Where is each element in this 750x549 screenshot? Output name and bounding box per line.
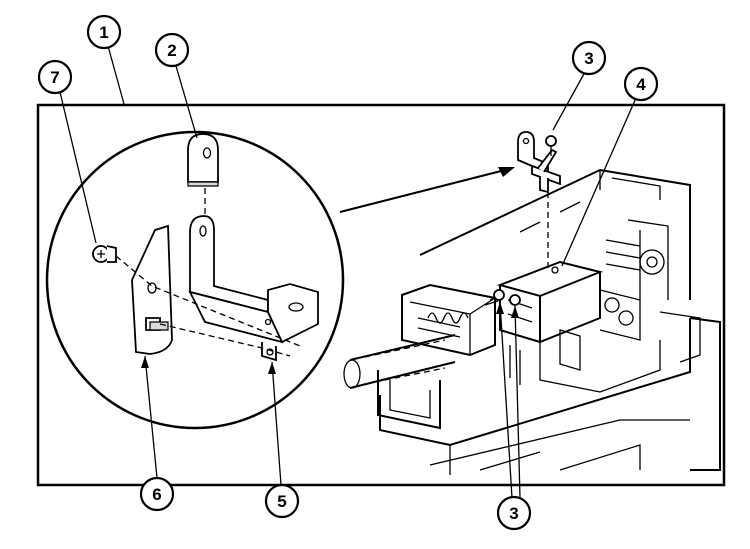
callout-4: 4 [623, 66, 659, 102]
svg-text:6: 6 [152, 485, 161, 504]
detail-pointer-arrowhead [498, 167, 515, 177]
part-6-plate [131, 224, 173, 355]
spring-coil [427, 312, 469, 324]
small-screw-icon [545, 135, 557, 147]
part-7-screw [92, 245, 117, 263]
small-bracket-detail [517, 131, 561, 194]
callout-6: 6 [139, 476, 175, 512]
screw-head-left [493, 289, 505, 301]
svg-text:3: 3 [584, 49, 593, 68]
callout-3-bottom: 3 [496, 495, 532, 531]
detail-pointer-line [339, 169, 506, 213]
callout-1: 1 [86, 14, 122, 50]
callout-7: 7 [37, 59, 73, 95]
callout-5: 5 [264, 483, 300, 519]
svg-text:1: 1 [99, 23, 108, 42]
screw-head-right [509, 294, 521, 306]
callout-2: 2 [154, 32, 190, 68]
svg-text:3: 3 [509, 504, 518, 523]
svg-text:7: 7 [50, 68, 59, 87]
svg-text:2: 2 [167, 41, 176, 60]
leader-lines [59, 45, 637, 499]
svg-text:4: 4 [636, 75, 646, 94]
svg-text:5: 5 [277, 492, 286, 511]
part-2-tab [187, 133, 219, 187]
callout-3-top: 3 [571, 40, 607, 76]
